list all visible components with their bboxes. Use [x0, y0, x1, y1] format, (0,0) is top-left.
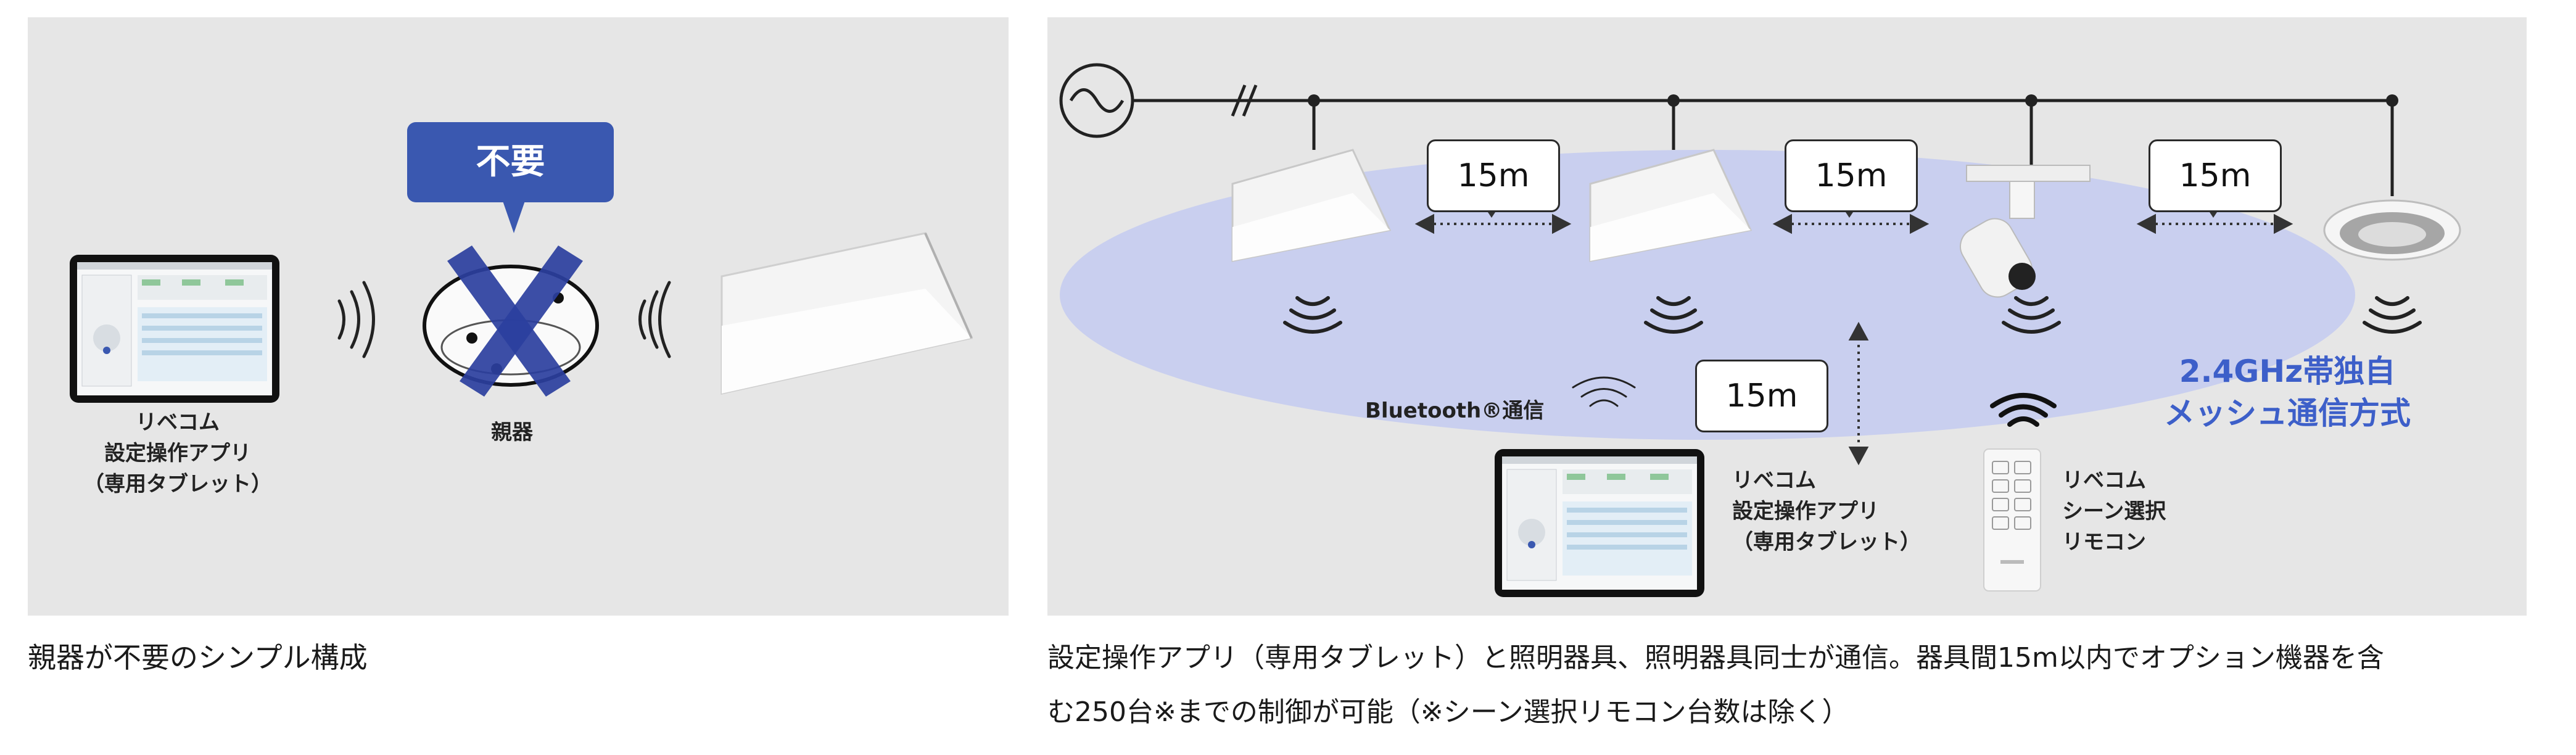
ceiling-light-icon: [1589, 149, 1752, 262]
right-caption-line1: 設定操作アプリ（専用タブレット）と照明器具、照明器具同士が通信。器具間15m以内…: [1047, 642, 2384, 674]
tablet-icon: [1495, 449, 1704, 597]
right-caption-line2: む250台※までの制御が可能（※シーン選択リモコン台数は除く）: [1047, 696, 1849, 728]
tablet-label: リベコム 設定操作アプリ （専用タブレット）: [1732, 468, 1921, 555]
remote-control-icon: [1983, 448, 2041, 592]
distance-label: 15m: [2149, 139, 2282, 212]
ceiling-light-icon: [720, 232, 973, 395]
signal-waves-icon: [638, 281, 671, 358]
left-caption: 親器が不要のシンプル構成: [28, 641, 368, 674]
power-source-icon: [1059, 63, 1134, 138]
ceiling-light-icon: [1231, 149, 1392, 262]
callout-bubble: [407, 122, 614, 233]
mesh-label: 2.4GHz帯独自 メッシュ通信方式: [2164, 353, 2411, 431]
callout-text: 不要: [476, 142, 545, 182]
right-panel: 15m 15m 15m 15m Bluetooth®通信 2.4GHz帯独自 メ…: [1047, 17, 2527, 616]
tablet-label: リベコム 設定操作アプリ （専用タブレット）: [83, 410, 272, 497]
left-panel: 不要 リベコム 設定操作アプリ （専用タブレット） 親器: [28, 17, 1009, 616]
distance-label: 15m: [1695, 360, 1828, 432]
wireless-icon: [1283, 296, 2422, 334]
right-panel-illustration: [1059, 63, 2461, 597]
power-line: [1133, 85, 2394, 196]
remote-label: リベコム シーン選択 リモコン: [2062, 468, 2166, 555]
signal-waves-icon: [337, 281, 375, 358]
cross-icon: [447, 245, 583, 397]
distance-label: 15m: [1427, 139, 1560, 212]
distance-label: 15m: [1785, 139, 1918, 212]
mesh-wireless-icon: [1990, 393, 2057, 427]
downlight-icon: [2323, 199, 2461, 261]
left-panel-illustration: [70, 122, 973, 403]
bluetooth-waves-icon: [1572, 376, 1636, 407]
tablet-icon: [70, 255, 279, 403]
bluetooth-label: Bluetooth®通信: [1365, 398, 1545, 423]
parent-device-label: 親器: [491, 420, 533, 445]
spotlight-icon: [1960, 165, 2091, 298]
distance-arrows: [1414, 213, 2293, 466]
